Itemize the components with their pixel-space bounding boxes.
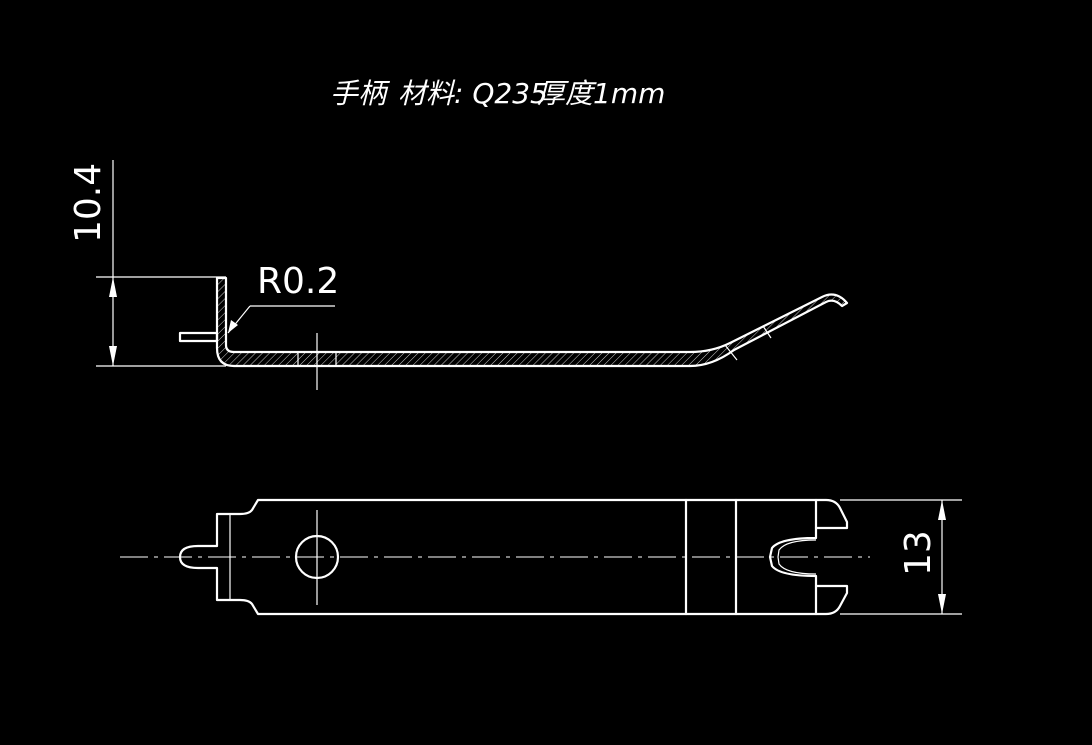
side-view-tab	[178, 331, 219, 343]
plan-view-slot-inner	[777, 539, 817, 575]
plan-view-outline	[178, 498, 849, 616]
side-view-marker	[762, 325, 772, 339]
side-view: 10.4 R0.2	[68, 160, 849, 390]
part-name-text: 手柄	[330, 77, 391, 110]
arrow-up-icon	[109, 277, 117, 297]
radius-dimension-text: R0.2	[257, 261, 339, 302]
width-dimension-text: 13	[898, 530, 939, 576]
height-dimension-text: 10.4	[68, 163, 109, 243]
thickness-text: 厚度1mm	[537, 77, 665, 110]
title-row: 手柄 材料: Q235 厚度1mm	[330, 77, 665, 110]
plan-view: 13	[120, 498, 962, 616]
material-text: 材料: Q235	[398, 77, 548, 110]
leader-arrow-icon	[228, 320, 238, 333]
side-view-marker	[724, 344, 738, 361]
arrow-up-icon	[938, 500, 946, 520]
arrow-down-icon	[938, 594, 946, 614]
arrow-down-icon	[109, 346, 117, 366]
side-view-profile	[215, 276, 849, 368]
